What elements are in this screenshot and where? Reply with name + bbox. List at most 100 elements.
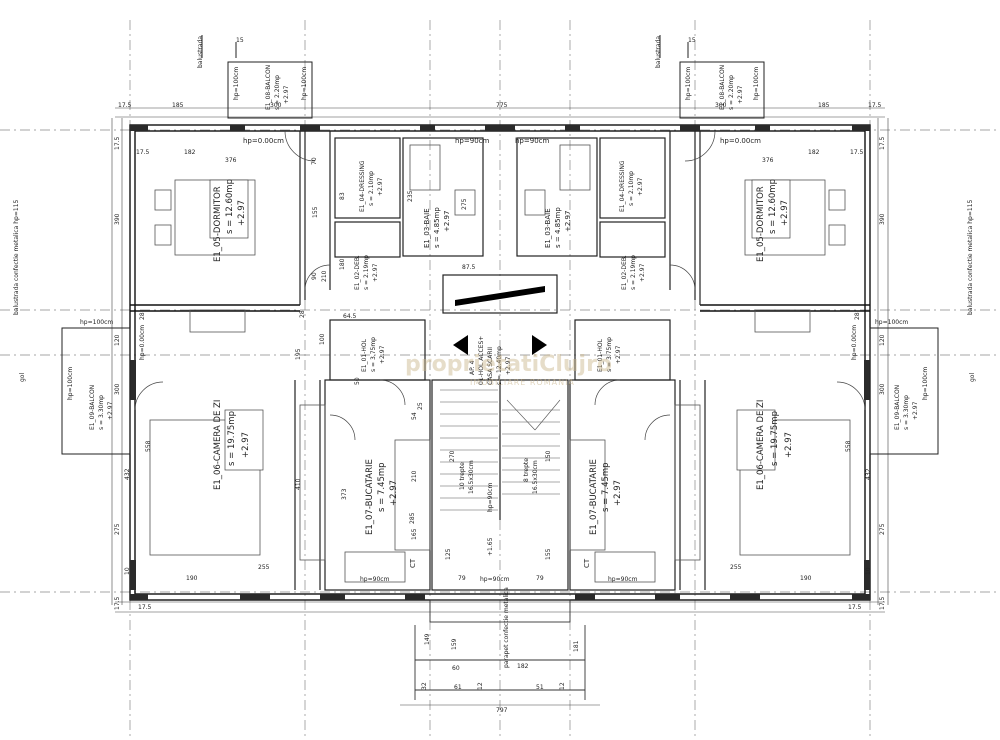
dim-misc-12: 54 (411, 412, 418, 420)
dim-top-1: 185 (172, 102, 184, 109)
ct-label-left: CT (409, 558, 417, 568)
dim-misc-20: 270 (449, 450, 456, 462)
room-level-dressing-left: +2.97 (377, 177, 384, 196)
marker-top-right: 15 (688, 37, 696, 44)
room-area-debara-right: s = 2.19mp (630, 255, 637, 290)
dim-bottom-8: 190 (800, 575, 812, 582)
dim-misc-26: 61 (454, 684, 462, 691)
dim-bottom-7: 255 (730, 564, 742, 571)
dim-right-9: 17.5 (879, 596, 886, 610)
room-level-bucatarie-left: +2.97 (389, 479, 399, 506)
height-top-left: hp=0.00cm (243, 137, 284, 145)
dim-bottom-9: 17.5 (848, 604, 862, 611)
stair-rail-height: hp=90cm (487, 482, 494, 512)
area-frames (209, 179, 791, 471)
note-balustrada-top-left: balustrada (197, 35, 204, 68)
dim-misc-0: 235 (407, 190, 414, 202)
dim-misc-3: 83 (339, 192, 346, 200)
dim-misc-6: 90 (311, 272, 318, 280)
room-level-camera-left: +2.97 (241, 431, 251, 458)
note-gol-right: gol (969, 372, 976, 382)
room-level-camera-right: +2.97 (784, 431, 794, 458)
room-label-dressing-right: E1_04-DRESSING (619, 160, 626, 212)
dim-right-1: 390 (879, 213, 886, 225)
dim-right-3: 120 (879, 334, 886, 346)
dim-left-8: 10 (124, 567, 131, 575)
dim-left-9: 17.5 (114, 596, 121, 610)
dim-misc-15: 87.5 (462, 264, 476, 271)
door-swings (134, 130, 866, 441)
dim-misc-25: 12 (559, 682, 566, 690)
dim-right-0: 17.5 (879, 136, 886, 150)
room-level-hol-right: +2.97 (615, 345, 622, 364)
height-bal-tr-a: hp=100cm (685, 66, 692, 100)
dim-top-4: 300 (715, 102, 727, 109)
dim-top2-5: 17.5 (850, 149, 864, 156)
entry-parapet (414, 599, 586, 700)
room-area-bucatarie-right: s = 7.45mp (601, 462, 611, 512)
dim-left-4: 300 (114, 383, 121, 395)
watermark-subtitle: IMOBILIARE ROMANIA (470, 378, 575, 387)
stair-run-right: 8 trepte (523, 458, 530, 482)
dim-bottom-3: 79 (458, 575, 466, 582)
height-side-r2: hp=100cm (922, 366, 929, 400)
dim-right-8: 10 (865, 567, 872, 575)
room-label-bucatarie-right: E1_07-BUCATARIE (589, 459, 599, 535)
dim-entry-0: 149 (424, 633, 431, 645)
dim-top2-1: 182 (184, 149, 196, 156)
dim-entry-2: 182 (517, 663, 529, 670)
entrance-markers (453, 286, 547, 355)
dim-right-7: 275 (879, 523, 886, 535)
dim-top2-0: 17.5 (136, 149, 150, 156)
dim-bottom-1: 190 (186, 575, 198, 582)
height-side-l1: hp=100cm (80, 319, 114, 326)
height-top-mid-left: hp=90cm (455, 137, 490, 145)
dim-top2-2: 376 (225, 157, 237, 164)
dim-left-0: 17.5 (114, 136, 121, 150)
height-bottom-mid: hp=90cm (480, 576, 510, 583)
room-area-balcon-side-right: s = 3.30mp (903, 395, 910, 430)
furniture (149, 144, 851, 583)
dim-right-4: 300 (879, 383, 886, 395)
room-area-camera-left: s = 19.75mp (227, 411, 237, 466)
dim-entry-5: 797 (496, 707, 508, 714)
marker-top-left: 15 (236, 37, 244, 44)
dimension-lines (111, 107, 889, 706)
room-area-balcon-top-right: s = 2.20mp (728, 75, 735, 110)
note-balustrada-side-right: balustrada confectie metalica hp=115 (967, 199, 974, 315)
ct-label-right: CT (583, 558, 591, 568)
room-label-balcon-side-right: E1_09-BALCON (894, 384, 901, 430)
dim-misc-7: 70 (311, 157, 318, 165)
note-gol-left: gol (19, 372, 26, 382)
dim-left-7: 275 (114, 523, 121, 535)
room-label-baie-left: E1_03-BAIE (423, 208, 431, 248)
dim-left-5: 558 (145, 440, 152, 452)
room-area-camera-right: s = 19.75mp (770, 411, 780, 466)
dim-entry-1: 159 (451, 638, 458, 650)
side-balconies (61, 327, 939, 455)
room-area-dormitor-right: s = 12.60mp (768, 179, 778, 234)
dim-misc-18: 25 (417, 402, 424, 410)
dim-bottom-6: 79 (536, 575, 544, 582)
room-level-baie-left: +2.97 (443, 210, 451, 232)
dim-misc-9: 410 (295, 478, 302, 490)
height-top-mid-right: hp=90cm (515, 137, 550, 145)
note-balustrada-side-left: balustrada confectie metalica hp=115 (13, 199, 20, 315)
room-label-bucatarie-left: E1_07-BUCATARIE (365, 459, 375, 535)
top-balconies (201, 35, 765, 119)
room-level-hol-left: +2.97 (379, 345, 386, 364)
dim-top-5: 185 (818, 102, 830, 109)
room-level-balcon-side-left: +2.97 (107, 401, 114, 420)
dim-misc-4: 180 (339, 258, 346, 270)
dim-entry-4: 32 (421, 682, 428, 690)
dim-misc-13: 100 (319, 333, 326, 345)
stair-run-left: 10 trepte (459, 462, 466, 490)
dim-top2-4: 182 (808, 149, 820, 156)
room-label-hol-left: E1_01-HOL (361, 339, 368, 372)
dim-right-5: 558 (845, 440, 852, 452)
dim-top-2: 300 (270, 102, 282, 109)
room-level-dormitor-right: +2.97 (780, 199, 790, 226)
note-balustrada-top-right: balustrada (655, 35, 662, 68)
room-label-debara-left: E1_02-DEB. (354, 255, 361, 290)
